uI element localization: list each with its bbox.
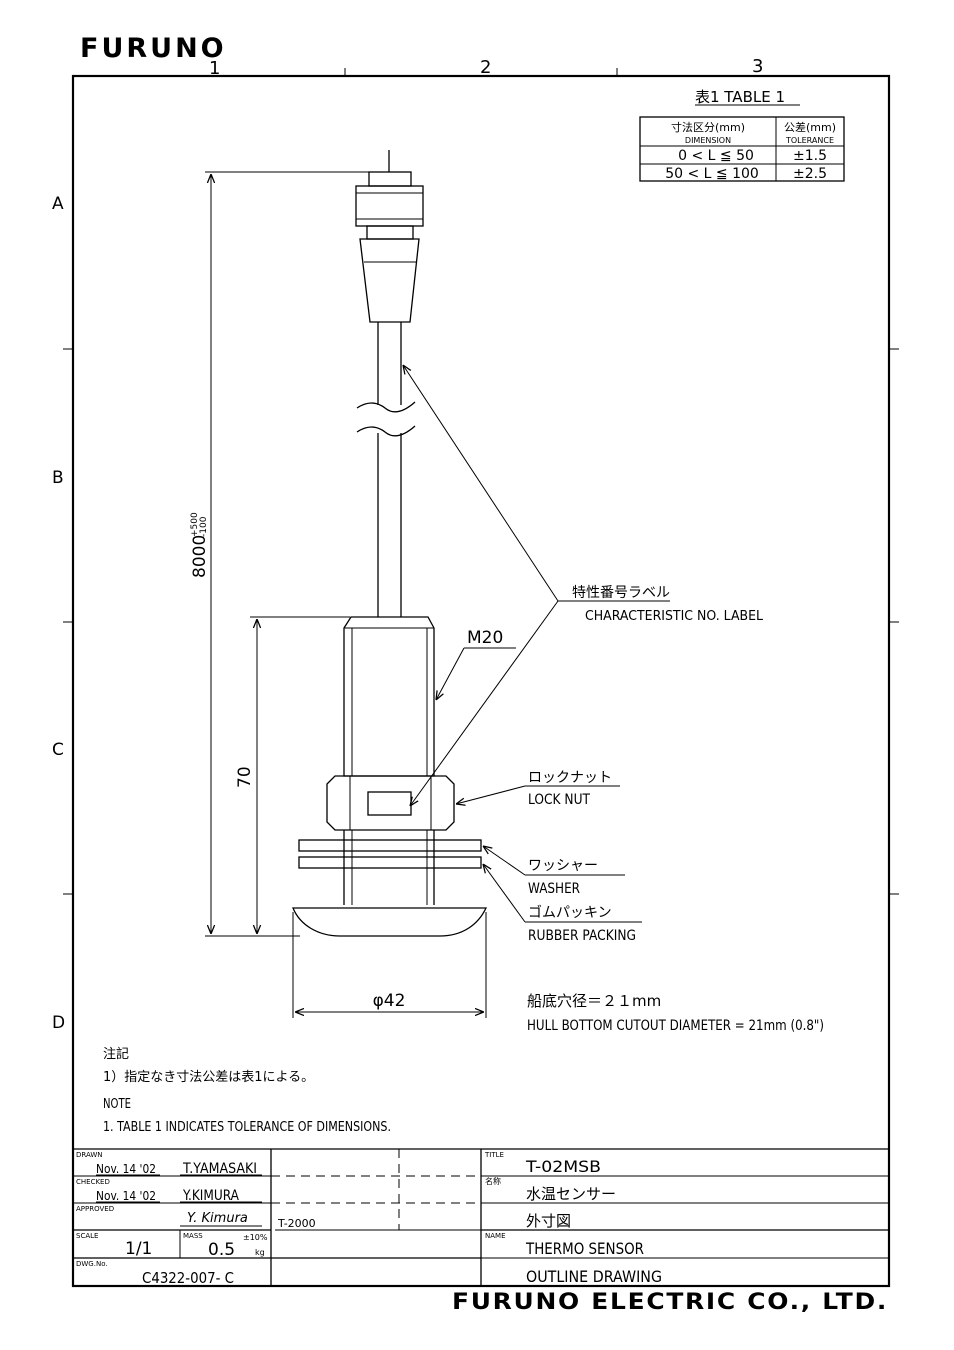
dimension-lines — [205, 171, 487, 1018]
rubber-en: RUBBER PACKING — [528, 928, 636, 944]
lock-nut-en: LOCK NUT — [528, 792, 590, 808]
zone-ticks — [63, 68, 899, 895]
hull-cutout-jp: 船底穴径＝２１mm — [527, 992, 661, 1010]
zone-row-c: C — [52, 740, 64, 760]
table-row1-tol: ±1.5 — [793, 148, 827, 164]
zone-row-a: A — [52, 194, 64, 214]
tb-drawn-label: DRAWN — [76, 1151, 103, 1159]
tb-approved-signature: Y. Kimura — [187, 1211, 248, 1226]
tb-mass-tol: ±10% — [243, 1233, 268, 1242]
char-label-jp: 特性番号ラベル — [572, 585, 670, 601]
lock-nut-jp: ロックナット — [528, 770, 612, 786]
drawing-frame — [71, 74, 891, 1288]
notes: 注記 1）指定なき寸法公差は表1による。 NOTE 1. TABLE 1 IND… — [103, 1046, 391, 1135]
zone-row-d: D — [52, 1013, 65, 1033]
char-label-en: CHARACTERISTIC NO. LABEL — [585, 609, 764, 624]
tb-drawn-date: Nov. 14 '02 — [96, 1162, 156, 1176]
tb-checked-label: CHECKED — [76, 1178, 110, 1186]
hull-cutout-en: HULL BOTTOM CUTOUT DIAMETER = 21mm (0.8"… — [527, 1018, 824, 1034]
washer-jp: ワッシャー — [528, 858, 598, 874]
tb-approved-label: APPROVED — [76, 1205, 114, 1213]
tb-dwg-no: C4322-007- C — [142, 1269, 234, 1287]
table-title: 表1 TABLE 1 — [695, 88, 785, 106]
zone-col-3: 3 — [752, 56, 763, 77]
dim-body-length: 70 — [235, 766, 255, 788]
tb-mass-unit: kg — [255, 1248, 265, 1257]
tb-reference: T-2000 — [277, 1217, 316, 1230]
tb-name-jp-label: 名称 — [485, 1176, 501, 1186]
washer-en: WASHER — [528, 881, 580, 897]
tb-scale: 1/1 — [125, 1239, 152, 1259]
tb-mass: 0.5 — [208, 1240, 235, 1260]
rubber-jp: ゴムパッキン — [528, 904, 612, 921]
table-col1-header-jp: 寸法区分(mm) — [671, 120, 745, 134]
tb-name-en: THERMO SENSOR — [525, 1239, 644, 1258]
tb-name-jp: 水温センサー — [526, 1185, 616, 1203]
tb-name-en2: OUTLINE DRAWING — [526, 1267, 662, 1286]
thread-label: M20 — [467, 628, 503, 648]
characteristic-label-patch — [367, 791, 412, 816]
tb-title-label: TITLE — [484, 1151, 504, 1159]
tb-checked-date: Nov. 14 '02 — [96, 1189, 156, 1203]
zone-row-b: B — [52, 468, 64, 488]
tb-mass-label: MASS — [183, 1232, 203, 1240]
table-row2-tol: ±2.5 — [793, 166, 827, 182]
tb-checked-name: Y.KIMURA — [182, 1188, 239, 1204]
leaders — [403, 365, 670, 923]
tb-name-label: NAME — [485, 1232, 506, 1240]
tb-name-jp2: 外寸図 — [526, 1212, 571, 1230]
flange-head — [292, 907, 488, 937]
note-en-title: NOTE — [103, 1097, 131, 1112]
table-row2-range: 50 < L ≦ 100 — [665, 166, 759, 182]
tb-scale-label: SCALE — [76, 1232, 98, 1240]
tb-drawn-name: T.YAMASAKI — [182, 1161, 257, 1177]
company-name: FURUNO ELECTRIC CO., LTD. — [452, 1290, 888, 1315]
table-col2-header-jp: 公差(mm) — [784, 120, 836, 134]
dim-diameter: φ42 — [373, 991, 406, 1011]
tb-dwg-label: DWG.No. — [76, 1260, 108, 1268]
dim-cable-tol-plus: +500 — [190, 512, 200, 537]
tolerance-table: 表1 TABLE 1 寸法区分(mm) DIMENSION 公差(mm) TOL… — [639, 88, 845, 182]
zone-col-1: 1 — [209, 58, 220, 79]
sensor-outline — [292, 150, 488, 937]
furuno-logo: FURUNO — [80, 33, 227, 64]
table-col2-header-en: TOLERANCE — [785, 136, 834, 145]
washer-shape — [298, 839, 482, 852]
zone-col-2: 2 — [480, 57, 491, 78]
note-jp-title: 注記 — [103, 1046, 129, 1062]
note-jp-line: 1）指定なき寸法公差は表1による。 — [103, 1070, 314, 1085]
dim-cable-length: 8000 — [190, 535, 210, 578]
note-en-line: 1. TABLE 1 INDICATES TOLERANCE OF DIMENS… — [103, 1120, 391, 1135]
title-block: DRAWN Nov. 14 '02 T.YAMASAKI CHECKED Nov… — [73, 1148, 889, 1287]
rubber-packing-shape — [298, 856, 482, 869]
tb-title: T-02MSB — [525, 1157, 601, 1176]
table-col1-header-en: DIMENSION — [685, 136, 731, 145]
dim-cable-tol-minus: -100 — [199, 516, 209, 537]
table-row1-range: 0 < L ≦ 50 — [678, 148, 754, 164]
